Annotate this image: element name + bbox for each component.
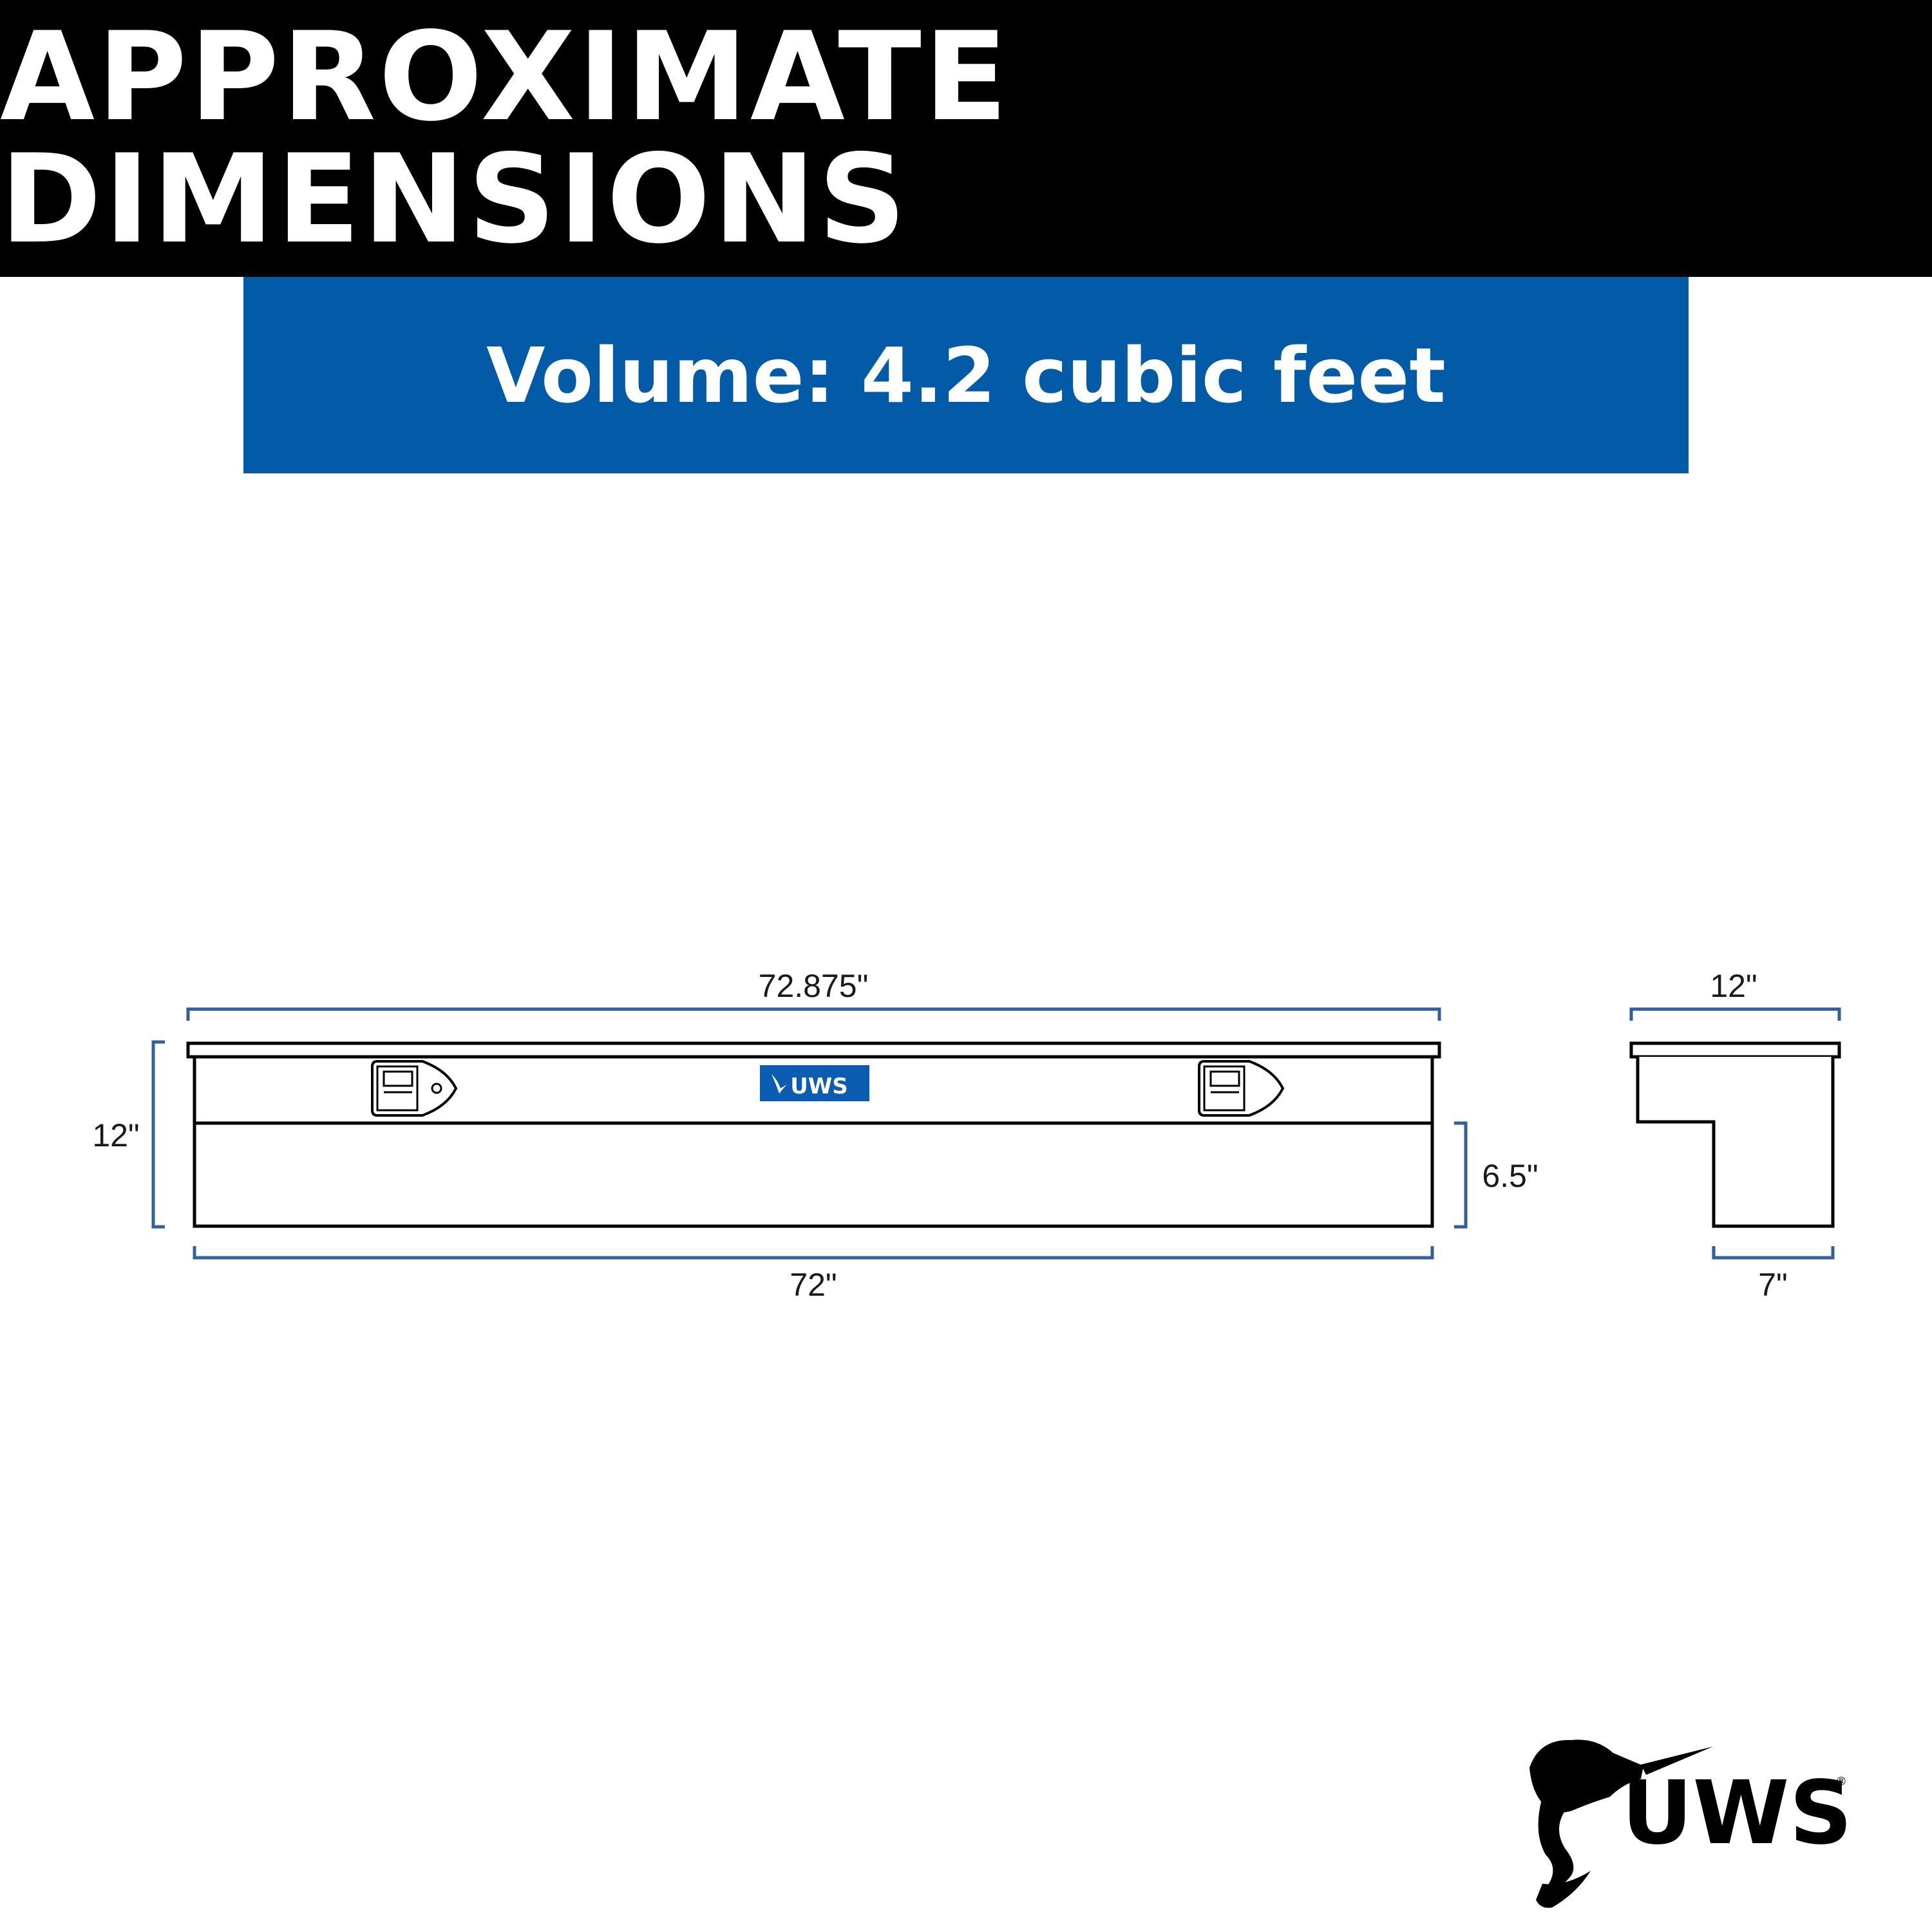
side-lid — [1629, 1041, 1841, 1059]
volume-text: Volume: 4.2 cubic feet — [486, 330, 1446, 420]
header-bar: APPROXIMATE DIMENSIONS — [0, 0, 1932, 277]
latch-icon — [1198, 1060, 1285, 1117]
bottom-depth-label: 7" — [1758, 1267, 1788, 1303]
bottom-depth-line — [1712, 1246, 1835, 1260]
front-lid — [186, 1041, 1441, 1059]
front-dimensions — [151, 1007, 1468, 1260]
latch-icon — [371, 1060, 458, 1117]
top-depth-line — [1629, 1007, 1841, 1021]
volume-banner: Volume: 4.2 cubic feet — [243, 277, 1689, 473]
logo-text: UWS — [1622, 1763, 1852, 1864]
logo-registered-mark: ® — [1835, 1775, 1847, 1788]
fish-icon — [772, 1074, 787, 1094]
side-profile — [1636, 1057, 1835, 1228]
lower-height-line — [1454, 1121, 1468, 1229]
front-view: UWS — [186, 1041, 1441, 1228]
total-height-label: 12" — [92, 1117, 139, 1153]
side-dimensions — [1629, 1007, 1841, 1260]
overall-length-label: 72.875" — [759, 968, 869, 1004]
box-badge-text: UWS — [790, 1074, 848, 1099]
box-badge: UWS — [760, 1065, 869, 1101]
base-length-label: 72" — [790, 1267, 837, 1303]
sailfish-icon — [1530, 1739, 1713, 1908]
total-height-line — [151, 1040, 165, 1229]
top-depth-label: 12" — [1710, 968, 1757, 1004]
overall-length-line — [186, 1007, 1441, 1021]
page-title: APPROXIMATE DIMENSIONS — [0, 6, 1010, 270]
side-view — [1629, 1041, 1841, 1228]
base-length-line — [193, 1246, 1434, 1260]
brand-logo: UWS ® — [1530, 1739, 1852, 1908]
lower-height-label: 6.5" — [1482, 1158, 1538, 1194]
